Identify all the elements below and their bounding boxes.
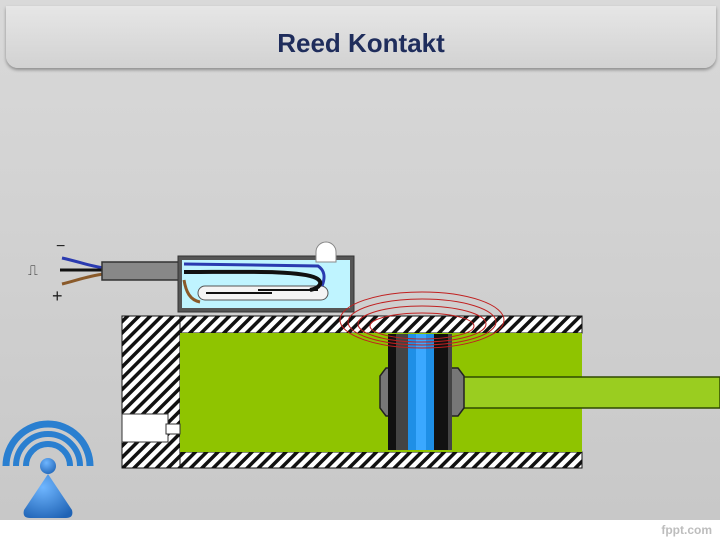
wifi-signal-logo-icon <box>2 420 94 518</box>
watermark: fppt.com <box>661 523 712 537</box>
piston <box>379 334 465 450</box>
magnetic-field-lines <box>339 291 505 349</box>
cylinder-end-cap <box>121 315 181 469</box>
cable <box>101 261 181 281</box>
cylinder-bottom-wall <box>179 451 583 469</box>
wire-brown <box>61 272 105 286</box>
piston-rod <box>461 376 720 409</box>
cylinder-top-wall <box>179 315 583 334</box>
page-title: Reed Kontakt <box>277 28 445 58</box>
cable-wires <box>60 256 105 286</box>
status-led <box>315 241 337 263</box>
air-port <box>121 413 169 443</box>
title-bar: Reed Kontakt <box>6 6 716 68</box>
sensor-window <box>182 260 350 308</box>
wire-label-pulse: ⎍ <box>28 263 38 279</box>
wire-label-minus: − <box>56 238 65 255</box>
reed-sensor-housing <box>177 241 355 313</box>
wire-blue <box>61 256 105 270</box>
wire-label-plus: + <box>52 286 63 306</box>
